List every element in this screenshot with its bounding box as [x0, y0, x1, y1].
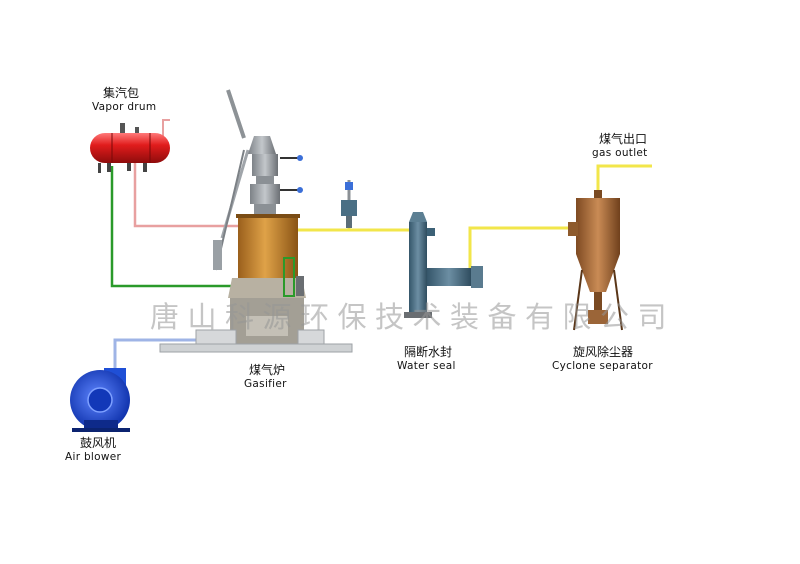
company-watermark: 唐山科源环保技术装备有限公司: [150, 300, 676, 334]
vent-pipe: [162, 119, 170, 141]
cyclone-separator: [568, 190, 623, 331]
gas-outlet-label-en: gas outlet: [592, 147, 648, 159]
gasifier: [159, 136, 353, 353]
safety-valve: [341, 180, 357, 230]
gas-pipe: [298, 164, 652, 278]
cyclone-label-en: Cyclone separator: [552, 360, 653, 372]
gasifier-label-en: Gasifier: [244, 378, 287, 390]
water-seal-label-zh: 隔断水封: [404, 345, 453, 359]
feed-elevator: [213, 89, 250, 271]
steam-pipe: [133, 162, 238, 228]
vapor-drum-label-zh: 集汽包: [103, 86, 140, 100]
vapor-drum: [90, 123, 170, 173]
air-blower-label-zh: 鼓风机: [80, 436, 117, 450]
gasifier-label-zh: 煤气炉: [249, 363, 286, 377]
gas-outlet-label-zh: 煤气出口: [599, 132, 648, 146]
water-seal-label-en: Water seal: [397, 360, 456, 372]
air-blower-label-en: Air blower: [65, 451, 122, 463]
cyclone-label-zh: 旋风除尘器: [573, 345, 634, 359]
air-blower: [70, 368, 130, 432]
water-seal: [404, 212, 483, 318]
vapor-drum-label-en: Vapor drum: [92, 101, 157, 113]
